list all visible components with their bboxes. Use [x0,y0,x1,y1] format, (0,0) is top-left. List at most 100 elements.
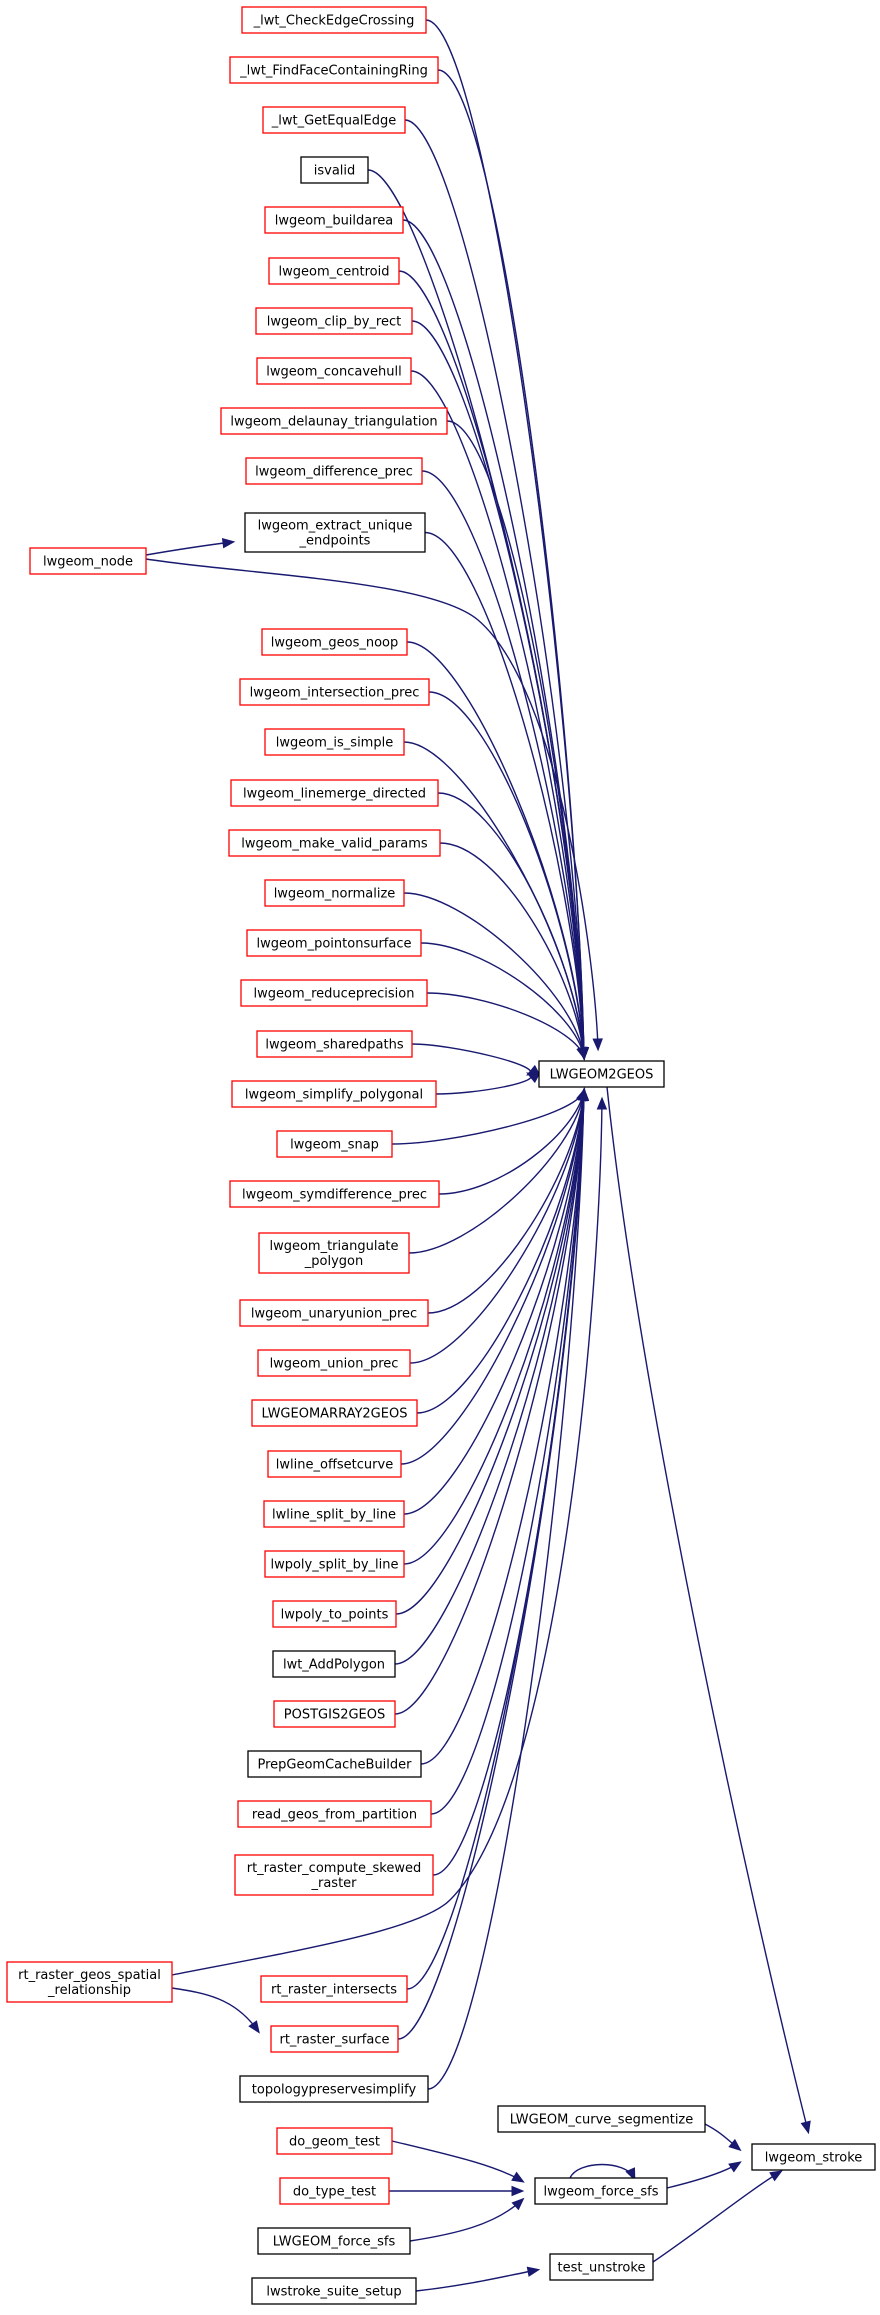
edge-lwt_AddPolygon-to-LWGEOM2GEOS [394,1090,585,1665]
node-box-lwgeom_force_sfs [534,2177,668,2205]
node-LWGEOM_force_sfs[interactable]: LWGEOM_force_sfs [257,2227,411,2255]
node-lwgeom_geos_noop[interactable]: lwgeom_geos_noop [261,628,408,656]
node-lwt_FindFaceContainingRing[interactable]: _lwt_FindFaceContainingRing [229,56,439,84]
node-box-lwline_offsetcurve [267,1450,402,1478]
node-lwgeom_force_sfs[interactable]: lwgeom_force_sfs [534,2177,668,2205]
node-read_geos_from_partition[interactable]: read_geos_from_partition [237,1800,432,1828]
node-label-PrepGeomCacheBuilder: PrepGeomCacheBuilder [257,1758,412,1773]
node-label-lwgeom_clip_by_rect: lwgeom_clip_by_rect [267,315,401,330]
node-box-lwgeom_normalize [264,879,405,907]
node-box-LWGEOM2GEOS [538,1060,665,1088]
node-lwgeom_node[interactable]: lwgeom_node [29,547,147,575]
node-label-lwpoly_to_points: lwpoly_to_points [281,1608,389,1623]
node-label-lwgeom_extract_unique_endpoints-line-2: _endpoints [299,534,371,549]
node-lwgeom_centroid[interactable]: lwgeom_centroid [268,257,400,285]
node-LWGEOMARRAY2GEOS[interactable]: LWGEOMARRAY2GEOS [251,1399,418,1427]
node-lwgeom_pointonsurface[interactable]: lwgeom_pointonsurface [246,929,422,957]
node-do_type_test[interactable]: do_type_test [279,2177,390,2205]
node-label-lwgeom_triangulate_polygon-line-2: _polygon [304,1254,363,1269]
node-rt_raster_compute_skewed_raster[interactable]: rt_raster_compute_skewed_raster [234,1854,434,1896]
node-box-lwline_split_by_line [263,1500,405,1528]
node-lwgeom_sharedpaths[interactable]: lwgeom_sharedpaths [256,1030,413,1058]
node-lwgeom_concavehull[interactable]: lwgeom_concavehull [256,357,412,385]
node-box-topologypreservesimplify [239,2075,429,2103]
node-lwgeom_symdifference_prec[interactable]: lwgeom_symdifference_prec [229,1180,440,1208]
node-rt_raster_geos_spatial_relationship[interactable]: rt_raster_geos_spatial_relationship [6,1961,173,2003]
edge-lwgeom_centroid-to-LWGEOM2GEOS [398,270,585,1058]
node-POSTGIS2GEOS[interactable]: POSTGIS2GEOS [273,1700,396,1728]
node-isvalid[interactable]: isvalid [300,156,369,184]
node-label-lwgeom_delaunay_triangulation: lwgeom_delaunay_triangulation [230,415,437,430]
node-label-lwt_FindFaceContainingRing: _lwt_FindFaceContainingRing [239,64,428,79]
node-box-rt_raster_intersects [260,1975,408,2003]
node-test_unstroke[interactable]: test_unstroke [549,2253,654,2281]
node-label-do_type_test: do_type_test [293,2185,376,2200]
node-label-LWGEOM_curve_segmentize: LWGEOM_curve_segmentize [510,2113,694,2128]
edge-lwgeom_concavehull-to-LWGEOM2GEOS [410,370,585,1058]
node-do_geom_test[interactable]: do_geom_test [276,2127,393,2155]
node-lwgeom_intersection_prec[interactable]: lwgeom_intersection_prec [239,678,430,706]
edge-lwgeom_node-to-LWGEOM2GEOS [145,558,599,1049]
node-lwgeom_delaunay_triangulation[interactable]: lwgeom_delaunay_triangulation [220,407,448,435]
node-lwgeom_linemerge_directed[interactable]: lwgeom_linemerge_directed [230,779,439,807]
node-box-lwt_AddPolygon [272,1650,396,1678]
edge-lwgeom_pointonsurface-to-LWGEOM2GEOS [420,942,585,1058]
node-lwpoly_to_points[interactable]: lwpoly_to_points [272,1600,397,1628]
node-lwgeom_extract_unique_endpoints[interactable]: lwgeom_extract_unique_endpoints [244,512,426,553]
node-lwgeom_normalize[interactable]: lwgeom_normalize [264,879,405,907]
node-lwstroke_suite_setup[interactable]: lwstroke_suite_setup [251,2277,417,2305]
node-lwgeom_unaryunion_prec[interactable]: lwgeom_unaryunion_prec [239,1299,429,1327]
edge-rt_raster_geos_spatial_relationship-to-rt_raster_surface [171,1987,259,2032]
node-label-topologypreservesimplify: topologypreservesimplify [252,2083,417,2098]
node-box-lwstroke_suite_setup [251,2277,417,2305]
node-box-lwgeom_extract_unique_endpoints [244,512,426,553]
node-rt_raster_surface[interactable]: rt_raster_surface [270,2025,399,2053]
node-box-lwgeom_sharedpaths [256,1030,413,1058]
arrowhead-lwgeom_force_sfs-to-lwgeom_stroke [728,2161,742,2173]
arrowhead-lwstroke_suite_setup-to-test_unstroke [526,2266,541,2277]
node-lwgeom_triangulate_polygon[interactable]: lwgeom_triangulate_polygon [258,1232,410,1274]
node-lwgeom_difference_prec[interactable]: lwgeom_difference_prec [245,457,423,485]
node-lwt_AddPolygon[interactable]: lwt_AddPolygon [272,1650,396,1678]
edges-layer [145,19,811,2292]
node-topologypreservesimplify[interactable]: topologypreservesimplify [239,2075,429,2103]
node-lwgeom_snap[interactable]: lwgeom_snap [276,1130,393,1158]
node-rt_raster_intersects[interactable]: rt_raster_intersects [260,1975,408,2003]
node-label-lwgeom_triangulate_polygon-line-1: lwgeom_triangulate [269,1239,398,1254]
node-lwgeom_buildarea[interactable]: lwgeom_buildarea [264,206,404,234]
node-box-test_unstroke [549,2253,654,2281]
node-LWGEOM2GEOS[interactable]: LWGEOM2GEOS [538,1060,665,1088]
node-lwgeom_simplify_polygonal[interactable]: lwgeom_simplify_polygonal [231,1080,437,1108]
node-label-lwgeom_sharedpaths: lwgeom_sharedpaths [265,1038,403,1053]
node-lwt_CheckEdgeCrossing[interactable]: _lwt_CheckEdgeCrossing [241,6,427,34]
edge-lwgeom_symdifference_prec-to-LWGEOM2GEOS [438,1090,585,1195]
node-lwgeom_reduceprecision[interactable]: lwgeom_reduceprecision [240,979,428,1007]
node-lwgeom_union_prec[interactable]: lwgeom_union_prec [257,1349,411,1377]
node-box-lwgeom_difference_prec [245,457,423,485]
node-lwgeom_clip_by_rect[interactable]: lwgeom_clip_by_rect [255,307,413,335]
arrowhead-topologypreservesimplify-to-LWGEOM2GEOS [578,1087,590,1101]
node-lwt_GetEqualEdge[interactable]: _lwt_GetEqualEdge [262,106,406,134]
node-box-do_type_test [279,2177,390,2205]
node-box-rt_raster_compute_skewed_raster [234,1854,434,1896]
node-label-lwgeom_difference_prec: lwgeom_difference_prec [255,465,413,480]
node-lwgeom_is_simple[interactable]: lwgeom_is_simple [264,728,405,756]
node-label-lwgeom_normalize: lwgeom_normalize [274,887,396,902]
arrowhead-rt_raster_geos_spatial_relationship-to-LWGEOM2GEOS [596,1096,608,1110]
node-label-lwgeom_node: lwgeom_node [43,555,133,570]
node-LWGEOM_curve_segmentize[interactable]: LWGEOM_curve_segmentize [497,2105,706,2133]
node-lwline_split_by_line[interactable]: lwline_split_by_line [263,1500,405,1528]
node-label-lwpoly_split_by_line: lwpoly_split_by_line [270,1558,398,1573]
node-box-lwgeom_buildarea [264,206,404,234]
node-box-lwgeom_reduceprecision [240,979,428,1007]
node-box-lwgeom_triangulate_polygon [258,1232,410,1274]
node-box-lwgeom_symdifference_prec [229,1180,440,1208]
node-PrepGeomCacheBuilder[interactable]: PrepGeomCacheBuilder [247,1750,422,1778]
node-lwline_offsetcurve[interactable]: lwline_offsetcurve [267,1450,402,1478]
node-lwpoly_split_by_line[interactable]: lwpoly_split_by_line [264,1550,405,1578]
node-label-lwgeom_extract_unique_endpoints-line-1: lwgeom_extract_unique [258,519,413,534]
node-box-lwpoly_to_points [272,1600,397,1628]
node-lwgeom_make_valid_params[interactable]: lwgeom_make_valid_params [228,829,441,857]
node-label-lwline_offsetcurve: lwline_offsetcurve [276,1458,393,1473]
node-box-lwgeom_simplify_polygonal [231,1080,437,1108]
